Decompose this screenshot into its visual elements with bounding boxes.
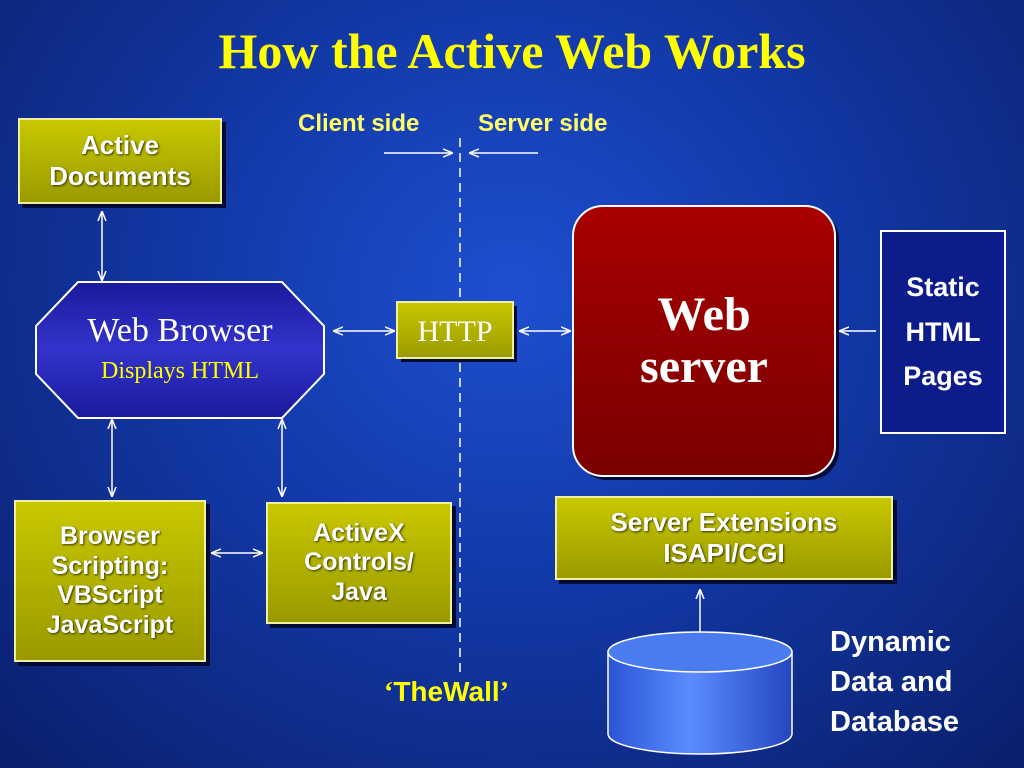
web-browser-node bbox=[35, 281, 325, 419]
http-node bbox=[396, 301, 514, 359]
server-extensions-line-1: Server Extensions bbox=[610, 507, 838, 538]
wall-quote-close: ’ bbox=[499, 677, 509, 708]
activex-line-1: ActiveX bbox=[313, 518, 405, 547]
static-html-pages-node: Static HTML Pages bbox=[880, 230, 1006, 434]
server-extensions-node: Server Extensions ISAPI/CGI bbox=[555, 496, 893, 580]
dynamic-data-line-1: Dynamic bbox=[830, 626, 951, 658]
web-server-node bbox=[572, 205, 836, 477]
browser-scripting-line-4: JavaScript bbox=[46, 610, 174, 639]
dynamic-data-line-3: Database bbox=[830, 706, 959, 739]
static-html-line-3: Pages bbox=[903, 361, 983, 392]
static-html-line-1: Static bbox=[906, 272, 980, 303]
web-browser-title: Web Browser bbox=[87, 312, 273, 349]
static-html-line-2: HTML bbox=[905, 316, 981, 347]
active-documents-line-2: Documents bbox=[49, 161, 191, 191]
web-browser-subtitle: Displays HTML bbox=[101, 358, 259, 384]
the-wall-label: ‘TheWall’ bbox=[384, 676, 509, 709]
browser-scripting-line-2: Scripting: bbox=[51, 551, 169, 580]
wall-text: TheWall bbox=[393, 676, 500, 707]
server-extensions-line-2: ISAPI/CGI bbox=[663, 538, 785, 568]
activex-line-3: Java bbox=[331, 577, 387, 606]
browser-scripting-node: Browser Scripting: VBScript JavaScript bbox=[14, 500, 206, 662]
database-icon bbox=[607, 631, 793, 755]
web-server-line-2: server bbox=[640, 340, 768, 393]
page-title: How the Active Web Works bbox=[218, 23, 806, 79]
dynamic-data-label: Dynamic Data and Database bbox=[830, 622, 959, 742]
web-server-line-1: Web bbox=[657, 288, 750, 341]
dynamic-data-line-2: Data and bbox=[830, 666, 953, 699]
http-label: HTTP bbox=[418, 315, 493, 348]
browser-scripting-line-3: VBScript bbox=[57, 581, 163, 609]
server-side-label: Server side bbox=[478, 110, 608, 137]
client-side-label: Client side bbox=[298, 110, 420, 137]
activex-line-2: Controls/ bbox=[304, 548, 414, 577]
activex-controls-node: ActiveX Controls/ Java bbox=[266, 502, 452, 624]
active-documents-node: Active Documents bbox=[18, 118, 222, 204]
browser-scripting-line-1: Browser bbox=[59, 522, 161, 550]
wall-quote-open: ‘ bbox=[384, 677, 394, 708]
active-documents-line-1: Active bbox=[80, 130, 160, 161]
